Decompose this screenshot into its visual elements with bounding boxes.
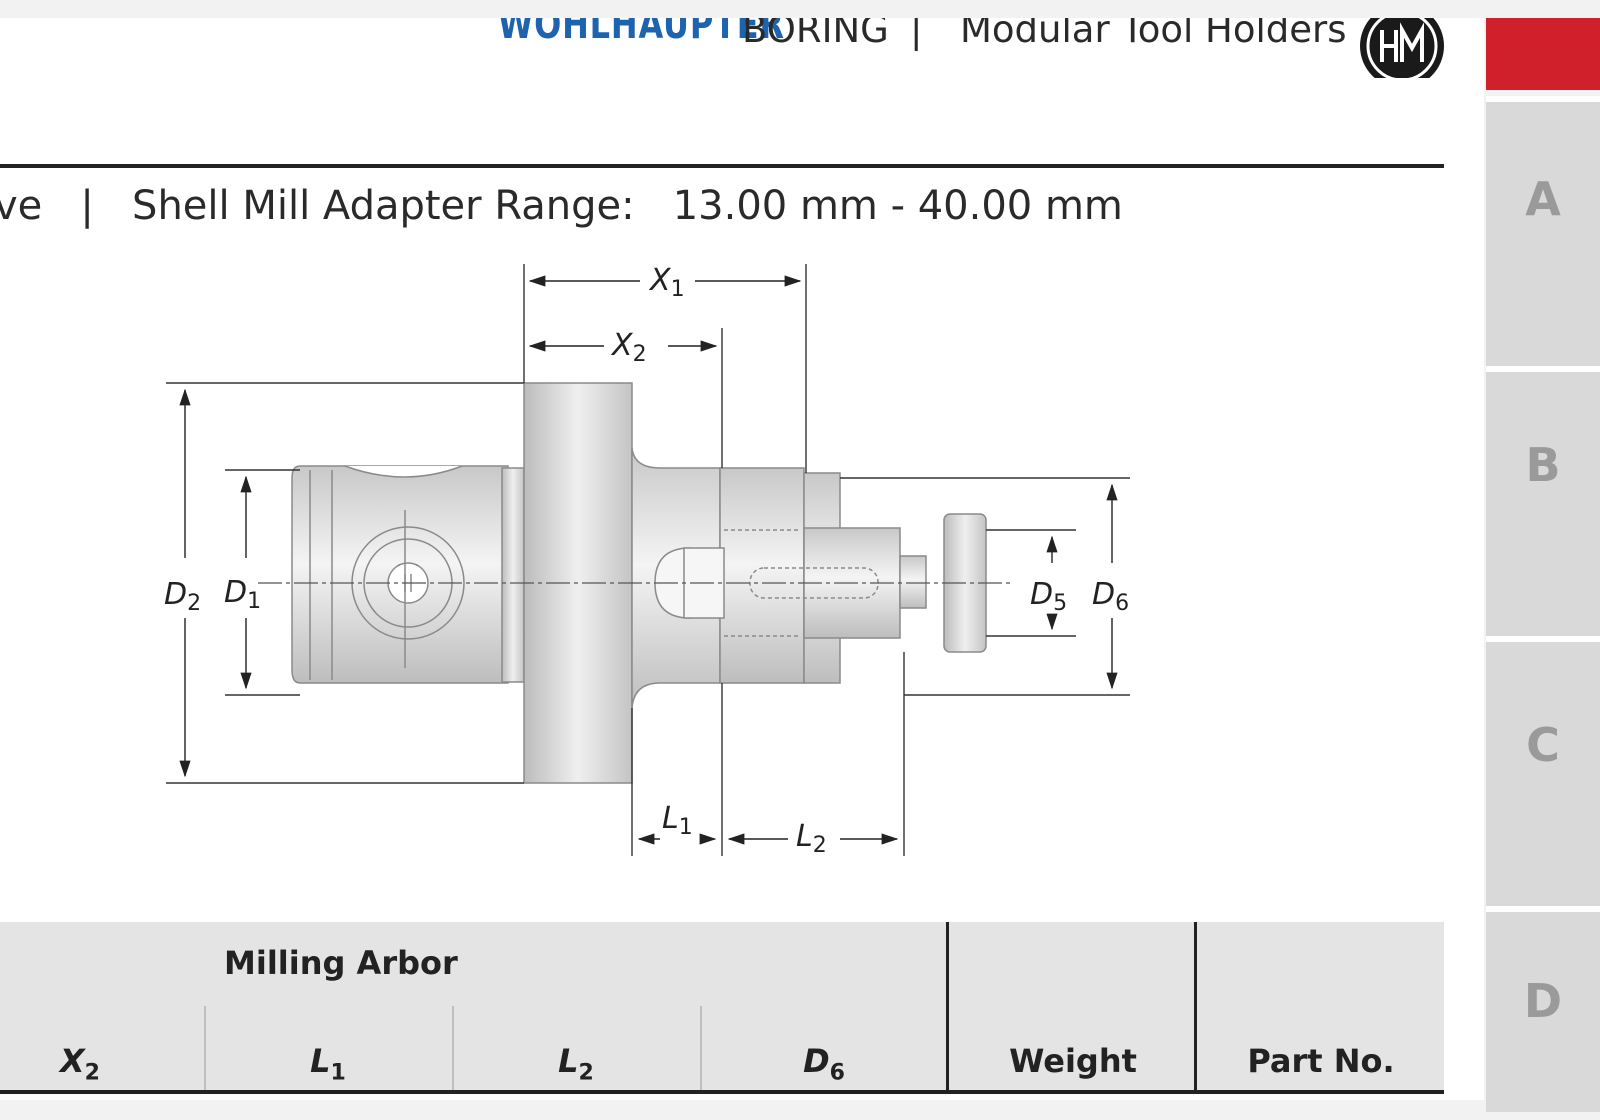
- tab-a[interactable]: A: [1486, 96, 1600, 366]
- dim-d2-label: D2: [164, 577, 201, 616]
- col-divider: [204, 1006, 206, 1093]
- section-tabs: A B C D: [1486, 18, 1600, 1112]
- col-d6-header: D6: [803, 1042, 845, 1086]
- col-part-no-header: Part No.: [1247, 1042, 1395, 1080]
- tab-d[interactable]: D: [1486, 906, 1600, 1112]
- col-divider-thick: [1194, 922, 1197, 1093]
- header-separator: |: [910, 18, 923, 51]
- active-section-marker: [1486, 18, 1600, 90]
- catalog-page: WOHLHAUPTER BORING | Modular Tool Holder…: [0, 18, 1484, 1100]
- col-x2-header: X2: [60, 1042, 100, 1086]
- brand-wordmark: WOHLHAUPTER: [498, 18, 785, 48]
- category-title: Modular Tool Holders: [960, 18, 1347, 51]
- col-divider-thick: [946, 922, 949, 1093]
- dim-x2-label: X2: [610, 328, 647, 367]
- dim-x1-label: X1: [648, 263, 685, 302]
- range-subtitle: ve | Shell Mill Adapter Range: 13.00 mm …: [0, 183, 1123, 229]
- tab-b[interactable]: B: [1486, 366, 1600, 636]
- page-header: WOHLHAUPTER BORING | Modular Tool Holder…: [0, 18, 1484, 78]
- dimension-arrows: [179, 275, 1118, 845]
- col-weight-header: Weight: [1009, 1042, 1137, 1080]
- tab-c[interactable]: C: [1486, 636, 1600, 906]
- dim-l1-label: L1: [662, 801, 693, 840]
- hmc-seal-logo-icon: [1360, 18, 1444, 78]
- col-l2-header: L2: [558, 1042, 594, 1086]
- section-title: BORING: [742, 18, 889, 51]
- milling-arbor-group-header: Milling Arbor: [224, 944, 458, 982]
- extension-lines: [166, 264, 1130, 856]
- title-rule: [0, 164, 1444, 168]
- dim-d1-label: D1: [224, 575, 261, 614]
- dim-d5-label: D5: [1030, 577, 1067, 616]
- adapter-body: [291, 382, 987, 784]
- dim-l2-label: L2: [796, 819, 827, 858]
- spec-table-header: Milling Arbor X2 L1 L2 D6 Weight Part No…: [0, 922, 1444, 1093]
- dim-d6-label: D6: [1092, 577, 1129, 616]
- col-divider: [700, 1006, 702, 1093]
- col-divider: [452, 1006, 454, 1093]
- technical-drawing: X1 X2 D2 D1 D5 D6 L1 L2: [164, 263, 1130, 858]
- table-bottom-rule: [0, 1090, 1444, 1094]
- col-l1-header: L1: [310, 1042, 346, 1086]
